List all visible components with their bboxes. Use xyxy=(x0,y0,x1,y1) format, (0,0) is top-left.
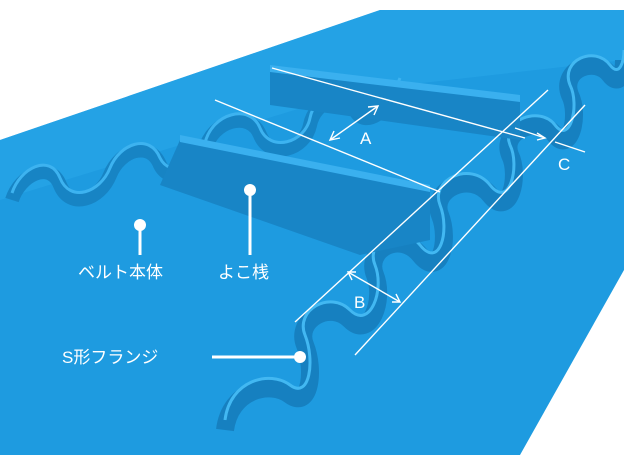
dimension-b-label: B xyxy=(354,293,365,312)
cleat-back-top xyxy=(270,65,520,102)
cleat-back xyxy=(270,70,520,140)
dimension-c xyxy=(514,127,586,153)
cleat-front-top xyxy=(180,135,430,192)
callout-cleat-marker xyxy=(244,184,256,255)
dimension-b xyxy=(294,89,586,356)
callout-cleat-label: よこ桟 xyxy=(218,263,269,282)
belt-top-highlight xyxy=(0,10,624,200)
callout-s-flange-label: S形フランジ xyxy=(62,348,158,367)
dimension-a xyxy=(214,67,526,193)
dimension-a-label: A xyxy=(360,129,372,148)
s-flange-right-rim xyxy=(223,49,624,421)
callout-s-flange-marker xyxy=(212,351,306,363)
callout-belt-body-label: ベルト本体 xyxy=(78,263,163,282)
callout-belt-body-marker xyxy=(134,219,146,255)
dimension-c-label: C xyxy=(558,155,570,174)
cleat-front xyxy=(160,140,430,255)
